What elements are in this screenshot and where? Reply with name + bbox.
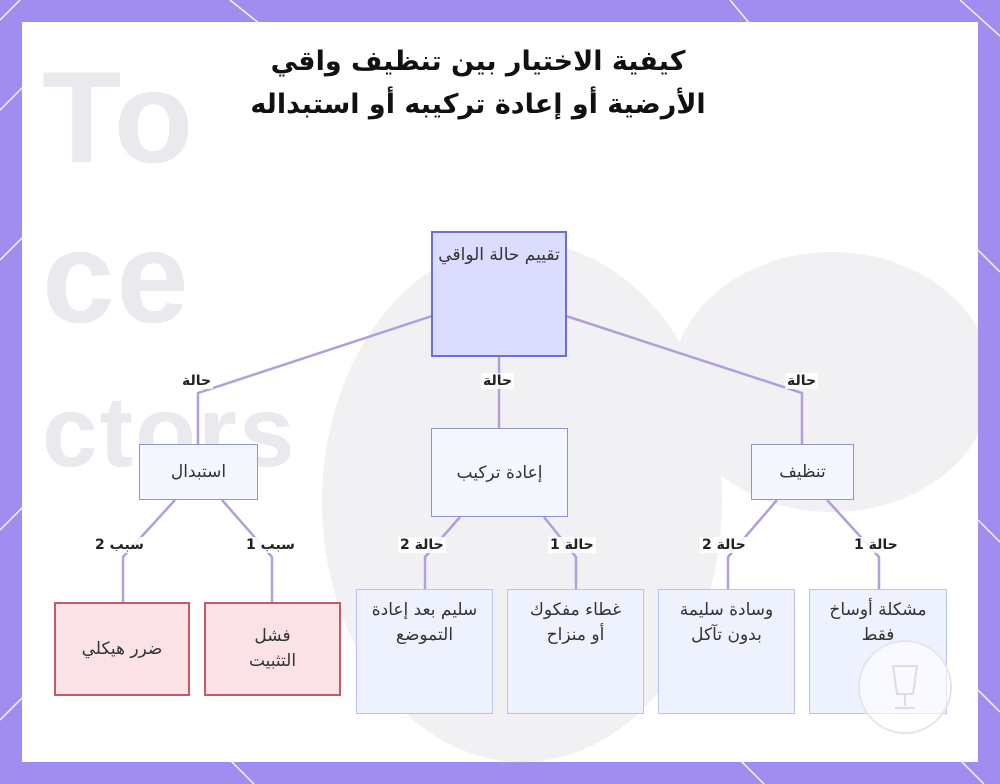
edge-clean-case2 (726, 499, 778, 589)
node-reinstall: إعادة تركيب (431, 428, 568, 517)
background-text: ce (42, 204, 191, 350)
edge-clean-case1 (826, 499, 881, 589)
edge-label-clean-case1: حالة 1 (852, 537, 900, 553)
edge-label-reason2: سبب 2 (93, 537, 146, 553)
cup-icon (891, 665, 919, 709)
edge-reinstall-case1 (543, 516, 578, 589)
node-assess-guard: تقييم حالة الواقي (431, 231, 567, 357)
edge-label-reinstall-case2: حالة 2 (398, 537, 446, 553)
edge-root-replace (196, 314, 433, 444)
node-install-failure: فشل التثبيت (204, 602, 341, 696)
node-replace: استبدال (139, 444, 258, 500)
node-structural-damage: ضرر هيكلي (54, 602, 190, 696)
edge-replace-reason1 (221, 499, 274, 614)
node-intact-pad: وسادة سليمة بدون تآكل (658, 589, 795, 714)
edge-label-replace: حالة (180, 373, 214, 389)
diagram-title: كيفية الاختيار بين تنظيف واقي الأرضية أو… (250, 46, 706, 120)
edge-label-clean: حالة (785, 373, 819, 389)
edge-replace-reason2 (121, 499, 176, 614)
edge-label-reason1: سبب 1 (244, 537, 297, 553)
node-loose-cover: غطاء مفكوك أو منزاح (507, 589, 644, 714)
node-intact-after-reposition: سليم بعد إعادة التموضع (356, 589, 493, 714)
node-clean: تنظيف (751, 444, 854, 500)
edge-reinstall-case2 (423, 516, 461, 589)
edge-label-reinstall: حالة (481, 373, 515, 389)
edge-root-clean (565, 314, 804, 444)
background-text: To (42, 44, 196, 190)
edge-label-reinstall-case1: حالة 1 (548, 537, 596, 553)
watermark-badge (858, 640, 952, 734)
edge-label-clean-case2: حالة 2 (700, 537, 748, 553)
